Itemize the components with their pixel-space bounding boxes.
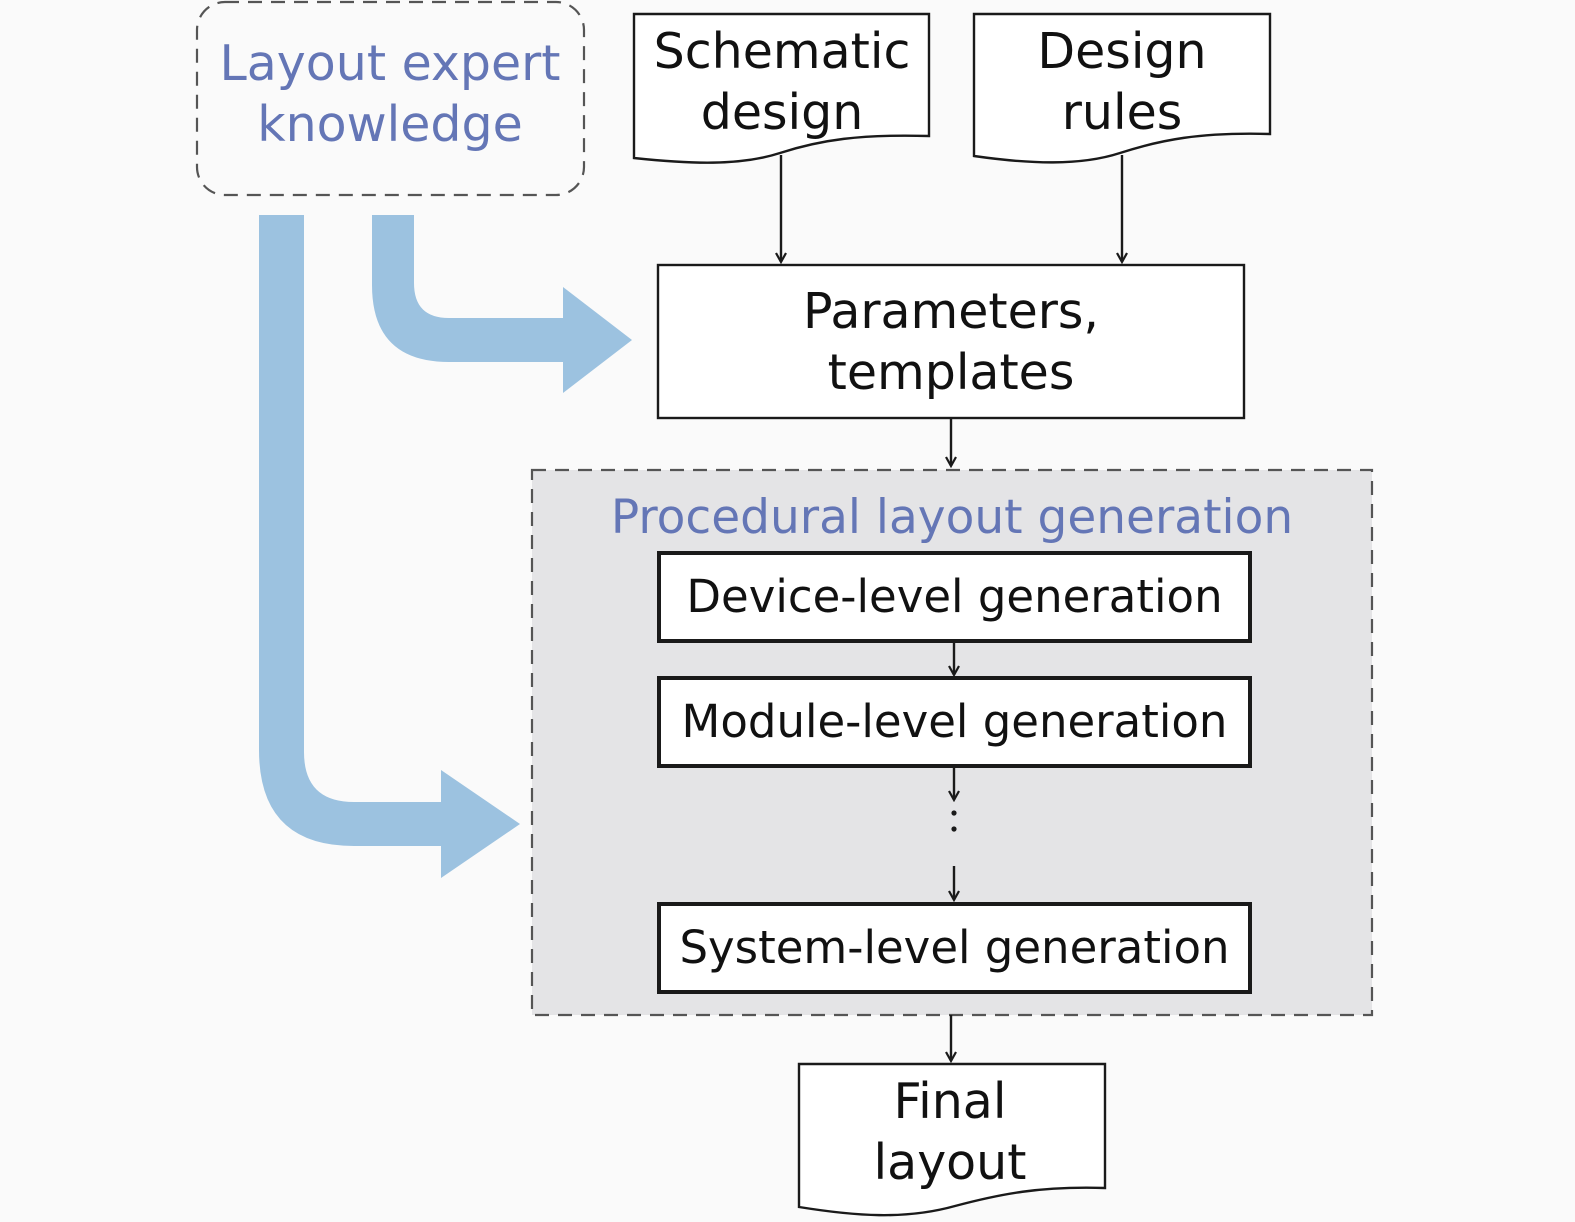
final-layout-document <box>797 1062 1107 1217</box>
knowledge-to-parameters-arrow-body <box>372 215 632 393</box>
schematic-design-document <box>632 12 931 164</box>
module-level-label: Module-level generation <box>681 694 1228 748</box>
system-level-box <box>657 902 1252 994</box>
module-level-box <box>657 676 1252 768</box>
knowledge-to-generation-arrow-body <box>259 215 520 878</box>
procedural-generation-title: Procedural layout generation <box>610 489 1294 545</box>
system-level-label: System-level generation <box>679 920 1230 974</box>
parameters-templates-label: Parameters, templates <box>802 282 1100 401</box>
final-layout-label: Final layout <box>873 1072 1027 1191</box>
parameters-templates-box <box>656 263 1246 420</box>
expert-knowledge-label: Layout expert knowledge <box>219 34 561 153</box>
vertical-dots-icon <box>951 810 957 832</box>
design-rules-label: Design rules <box>1037 22 1207 141</box>
design-rules-document <box>972 12 1272 164</box>
schematic-design-label: Schematic design <box>653 22 911 141</box>
expert-knowledge-box <box>195 0 586 197</box>
device-level-box <box>657 551 1252 643</box>
device-level-label: Device-level generation <box>686 569 1223 623</box>
